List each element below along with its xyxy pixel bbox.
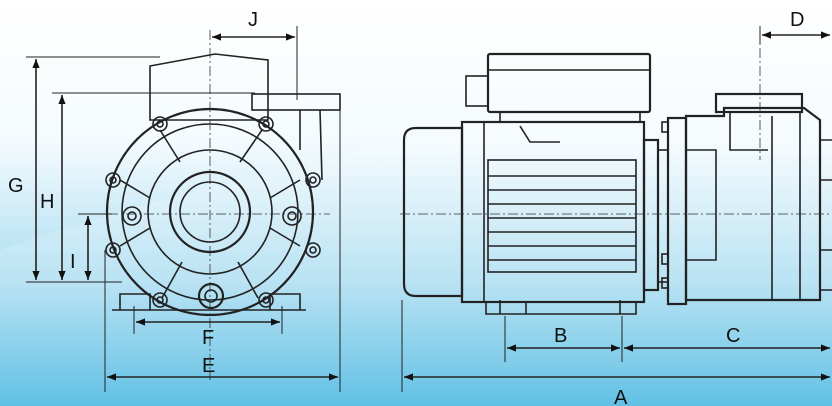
label-g: G [8,175,24,197]
front-volute-ribs [119,129,301,299]
front-drain-plug-core [204,289,218,303]
front-extension-lines [26,26,341,392]
side-cable-gland [465,75,489,107]
side-suction-stub [820,139,832,291]
side-cooling-fins [487,159,637,273]
side-terminal-base [499,112,641,143]
side-extension-lines [401,26,761,392]
side-view [400,30,832,315]
label-d: D [790,9,804,31]
label-c: C [726,325,740,347]
side-discharge-outlet [714,92,804,114]
front-bolts [105,116,321,308]
label-h: H [40,191,54,213]
dimensions: J G H I F E D B C A [8,9,830,406]
side-volute-neck [686,149,717,261]
front-discharge-outlet [251,93,341,111]
side-pump-volute [684,106,822,302]
front-view [90,30,341,380]
label-b: B [554,325,567,347]
label-a: A [614,387,628,406]
front-discharge-neck [299,109,323,181]
side-volute-detail [729,112,801,300]
side-base-feet [485,300,637,315]
label-e: E [202,355,215,377]
label-i: I [70,251,76,273]
front-base-feet [112,293,306,311]
label-j: J [248,9,258,31]
front-drain-plug [197,282,225,310]
side-flange-bolts [661,121,669,289]
front-motor-top [149,53,269,121]
label-f: F [202,327,214,349]
